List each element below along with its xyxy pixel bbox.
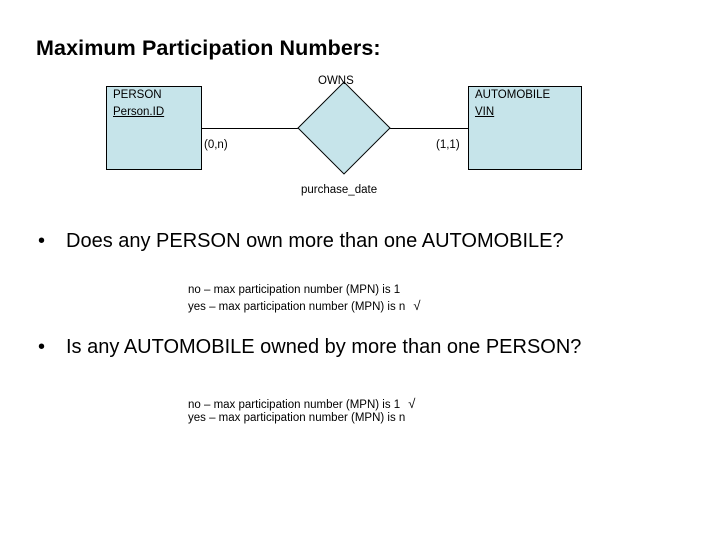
answer-text-1-yes: yes – max participation number (MPN) is … — [188, 301, 406, 313]
answer-row-1-yes: yes – max participation number (MPN) is … — [188, 298, 420, 313]
answer-row-2-yes: yes – max participation number (MPN) is … — [188, 411, 415, 426]
answer-row-1-no: no – max participation number (MPN) is 1 — [188, 283, 420, 298]
relationship-attribute-purchase-date: purchase_date — [301, 184, 378, 196]
connector-owns-automobile — [377, 128, 468, 129]
answer-text-2-yes: yes – max participation number (MPN) is … — [188, 412, 406, 424]
entity-person: PERSON Person.ID — [106, 86, 202, 170]
bullet-marker-2: • — [38, 336, 46, 358]
answer-check-2-no: √ — [408, 396, 416, 411]
cardinality-automobile-side: (1,1) — [436, 139, 460, 151]
answer-block-1: no – max participation number (MPN) is 1… — [188, 283, 420, 313]
bullet-item-1: • Does any PERSON own more than one AUTO… — [38, 228, 698, 255]
bullet-item-2: • Is any AUTOMOBILE owned by more than o… — [38, 334, 598, 361]
entity-person-key-attribute: Person.ID — [113, 106, 165, 118]
page-title: Maximum Participation Numbers: — [36, 36, 381, 60]
bullet-text-1: Does any PERSON own more than one AUTOMO… — [66, 230, 564, 252]
entity-automobile-name: AUTOMOBILE — [475, 89, 551, 101]
answer-text-1-no: no – max participation number (MPN) is 1 — [188, 284, 401, 296]
cardinality-person-side: (0,n) — [204, 139, 228, 151]
entity-automobile-key-attribute: VIN — [475, 106, 495, 118]
answer-row-2-no: no – max participation number (MPN) is 1… — [188, 396, 415, 411]
relationship-label-owns: OWNS — [318, 75, 354, 87]
answer-text-2-no: no – max participation number (MPN) is 1 — [188, 399, 401, 411]
entity-person-name: PERSON — [113, 89, 162, 101]
connector-person-owns — [202, 128, 311, 129]
bullet-text-2: Is any AUTOMOBILE owned by more than one… — [66, 336, 582, 358]
relationship-diamond-owns — [297, 81, 391, 175]
answer-check-1-yes: √ — [413, 298, 421, 313]
answer-block-2: no – max participation number (MPN) is 1… — [188, 396, 415, 426]
entity-automobile: AUTOMOBILE VIN — [468, 86, 582, 170]
bullet-marker-1: • — [38, 230, 46, 252]
